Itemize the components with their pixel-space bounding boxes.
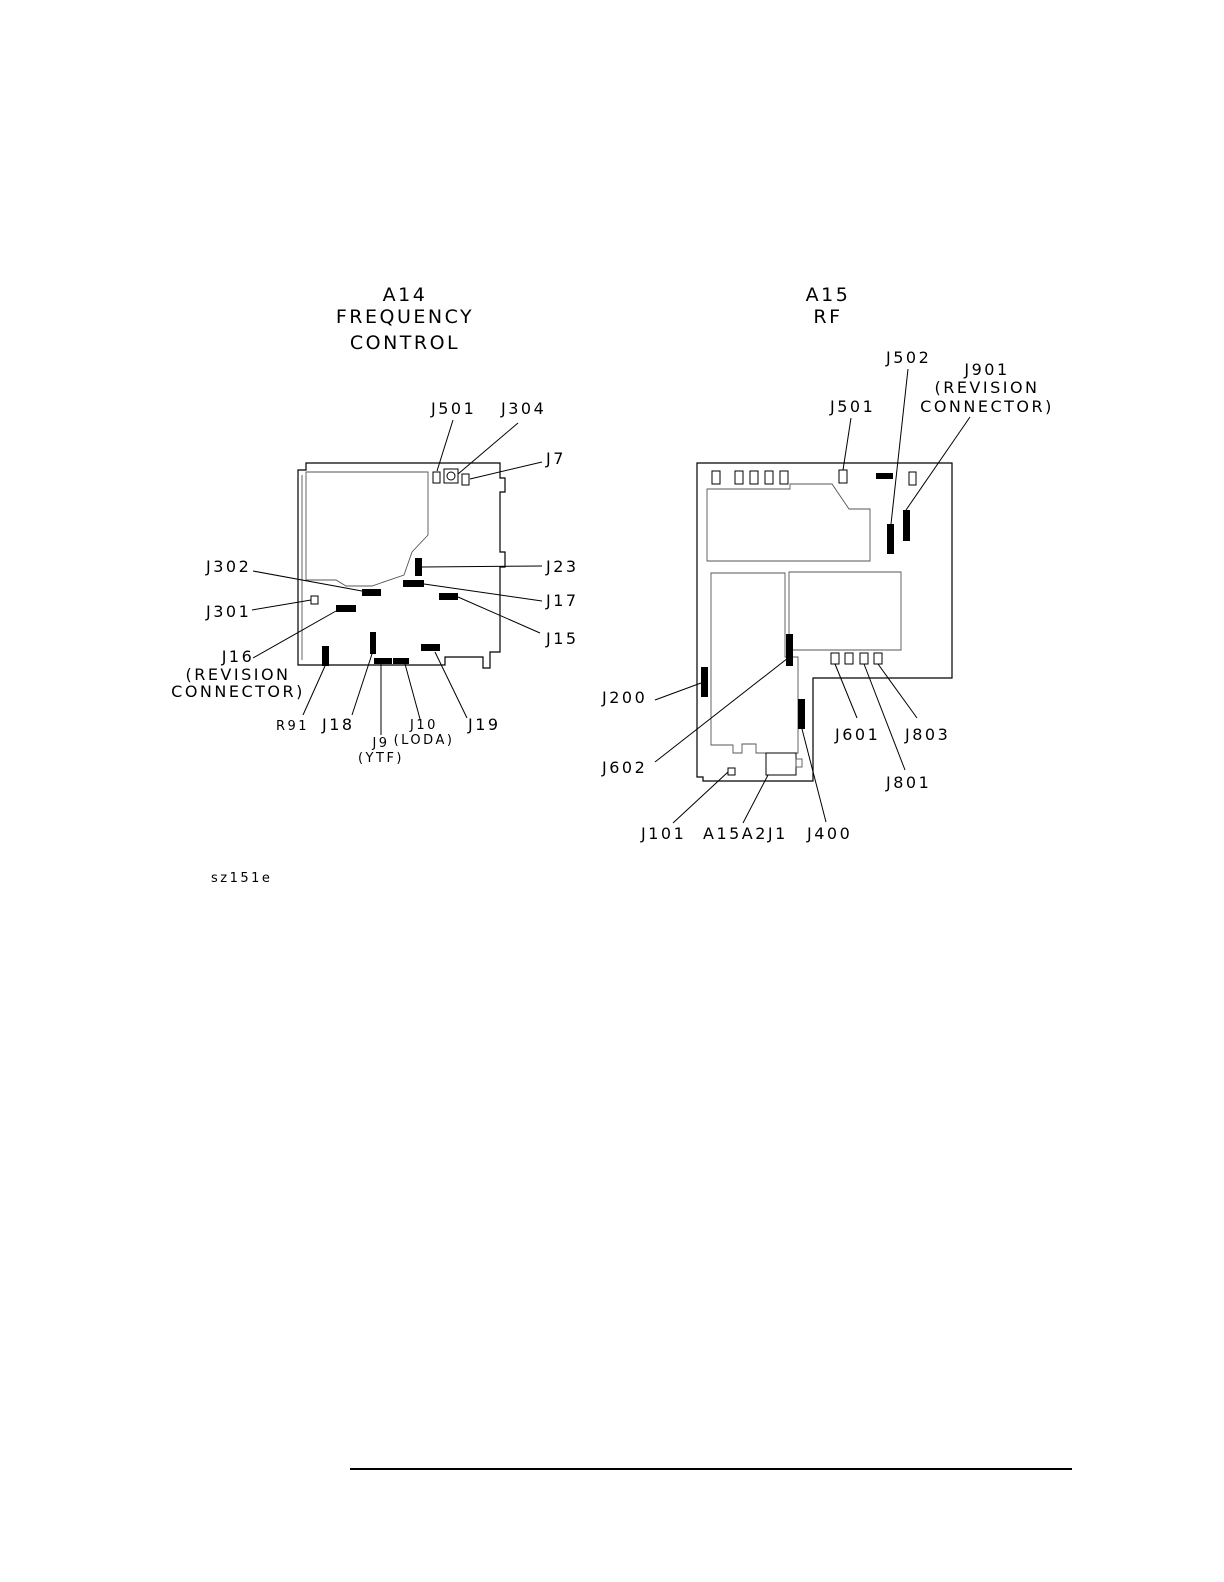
a14-label-j7: J7 bbox=[545, 449, 566, 468]
a14-label-j16: J16 (REVISION CONNECTOR) bbox=[171, 647, 305, 701]
a15-label-a15a2j1: A15A2J1 bbox=[703, 824, 788, 843]
svg-text:A15: A15 bbox=[806, 284, 851, 306]
svg-text:(LODA): (LODA) bbox=[394, 733, 455, 748]
svg-text:RF: RF bbox=[813, 306, 842, 328]
a15-label-j801: J801 bbox=[885, 773, 931, 792]
a14-label-j19: J19 bbox=[467, 715, 501, 734]
a14-label-j23: J23 bbox=[545, 557, 579, 576]
svg-text:FREQUENCY: FREQUENCY bbox=[336, 306, 474, 328]
a14-label-j304: J304 bbox=[500, 399, 546, 418]
a14-labels: J501 J304 J7 J302 J23 J17 J301 J15 J16 (… bbox=[171, 399, 578, 766]
a15-connectors bbox=[701, 470, 916, 775]
a15-label-j502: J502 bbox=[885, 348, 931, 367]
a15-label-j400: J400 bbox=[806, 824, 852, 843]
a15-label-j901: J901 (REVISION CONNECTOR) bbox=[920, 360, 1054, 416]
a14-connectors bbox=[311, 469, 469, 666]
a15-label-j601: J601 bbox=[834, 725, 880, 744]
a15-label-j803: J803 bbox=[904, 725, 950, 744]
a15-label-j101: J101 bbox=[640, 824, 686, 843]
a15-title: A15 RF bbox=[806, 284, 851, 328]
a14-label-j15: J15 bbox=[545, 629, 579, 648]
a14-label-j18: J18 bbox=[321, 715, 355, 734]
figure-id: sz151e bbox=[211, 871, 272, 886]
a14-label-r91: R91 bbox=[276, 719, 309, 734]
a14-label-j10: J10 (LODA) bbox=[394, 718, 455, 748]
a15-label-j602: J602 bbox=[601, 758, 647, 777]
svg-text:(YTF): (YTF) bbox=[358, 751, 404, 766]
a14-label-j501: J501 bbox=[430, 399, 476, 418]
a15-label-j501: J501 bbox=[829, 397, 875, 416]
svg-text:CONNECTOR): CONNECTOR) bbox=[920, 397, 1054, 416]
a14-board-outline bbox=[298, 463, 505, 668]
svg-text:J10: J10 bbox=[409, 718, 438, 733]
svg-text:(REVISION: (REVISION bbox=[934, 378, 1039, 397]
a14-label-j17: J17 bbox=[545, 591, 579, 610]
svg-text:CONNECTOR): CONNECTOR) bbox=[171, 682, 305, 701]
a14-title: A14 FREQUENCY CONTROL bbox=[336, 284, 474, 354]
svg-text:CONTROL: CONTROL bbox=[350, 332, 460, 354]
footer-rule bbox=[350, 1468, 1072, 1470]
svg-text:J901: J901 bbox=[963, 360, 1009, 379]
a14-label-j302: J302 bbox=[205, 557, 251, 576]
svg-text:J16: J16 bbox=[221, 647, 255, 666]
a15-labels: J502 J901 (REVISION CONNECTOR) J501 J200… bbox=[601, 348, 1054, 843]
a14-label-j301: J301 bbox=[205, 602, 251, 621]
svg-text:A14: A14 bbox=[383, 284, 428, 306]
a15-label-j200: J200 bbox=[601, 688, 647, 707]
svg-text:J9: J9 bbox=[371, 736, 389, 751]
